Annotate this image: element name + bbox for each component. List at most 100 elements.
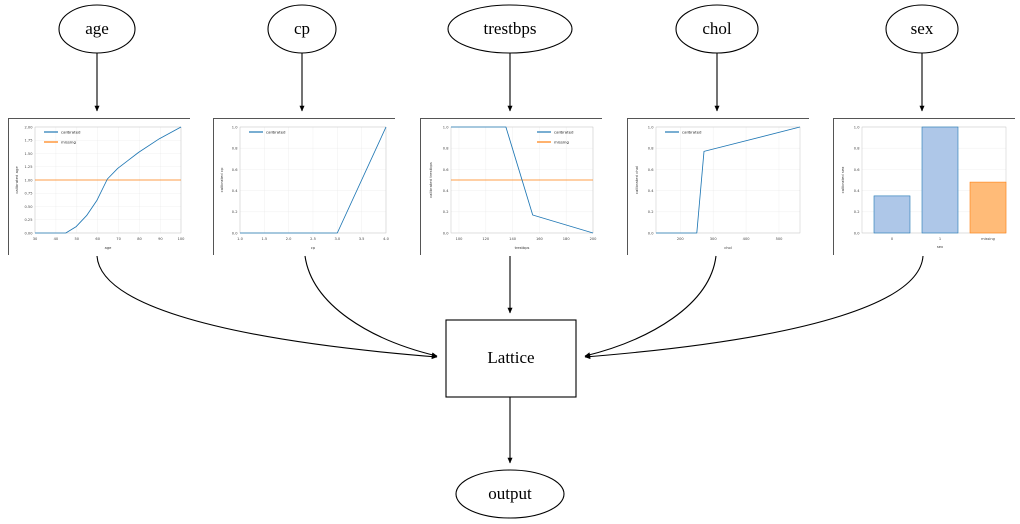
svg-text:1.50: 1.50: [24, 152, 33, 156]
svg-text:1.0: 1.0: [648, 125, 654, 129]
svg-text:1.0: 1.0: [232, 125, 238, 129]
plot-panel-chol: calibrated 1.0 0.8 0.6 0.4 0.2 0.0 200 3…: [627, 118, 810, 256]
svg-text:0.4: 0.4: [648, 189, 654, 193]
svg-text:80: 80: [137, 237, 142, 241]
yaxis-label-sex: calibrated sex: [840, 166, 845, 194]
xaxis-label-sex: sex: [937, 245, 944, 249]
svg-text:90: 90: [158, 237, 163, 241]
svg-text:0.8: 0.8: [232, 147, 238, 151]
svg-text:0.6: 0.6: [232, 168, 238, 172]
svg-text:0.50: 0.50: [24, 205, 33, 209]
edge-cp-to-lattice: [304, 255, 438, 358]
svg-text:200: 200: [677, 237, 685, 241]
legend-chol: calibrated: [665, 129, 702, 134]
svg-text:40: 40: [54, 237, 59, 241]
node-sex[interactable]: sex: [885, 4, 959, 54]
svg-text:missing: missing: [61, 139, 76, 144]
svg-text:0.0: 0.0: [232, 231, 238, 235]
svg-text:200: 200: [590, 237, 598, 241]
svg-text:0.2: 0.2: [854, 210, 860, 214]
svg-text:missing: missing: [554, 139, 569, 144]
legend-trestbps: calibrated missing: [537, 129, 574, 144]
svg-text:140: 140: [509, 237, 517, 241]
svg-text:0: 0: [891, 237, 894, 241]
svg-text:calibrated: calibrated: [266, 129, 286, 134]
svg-text:1.75: 1.75: [24, 139, 32, 143]
svg-text:0.2: 0.2: [232, 210, 238, 214]
svg-text:3.0: 3.0: [334, 237, 340, 241]
svg-text:calibrated: calibrated: [682, 129, 702, 134]
svg-text:calibrated: calibrated: [61, 129, 81, 134]
xaxis-label-cp: cp: [311, 246, 316, 250]
svg-text:120: 120: [482, 237, 490, 241]
node-trestbps[interactable]: trestbps: [447, 4, 573, 54]
svg-text:0.75: 0.75: [24, 192, 32, 196]
svg-text:0.8: 0.8: [648, 147, 654, 151]
svg-text:0.6: 0.6: [854, 168, 860, 172]
svg-text:0.0: 0.0: [443, 231, 449, 235]
svg-text:180: 180: [563, 237, 571, 241]
node-label-chol: chol: [702, 19, 732, 38]
svg-text:1.0: 1.0: [443, 125, 449, 129]
yaxis-label-age: calibrated age: [14, 166, 19, 194]
svg-text:0.2: 0.2: [443, 210, 449, 214]
svg-text:1.5: 1.5: [261, 237, 267, 241]
svg-text:2.00: 2.00: [24, 125, 33, 129]
svg-text:0.25: 0.25: [24, 218, 32, 222]
svg-text:2.5: 2.5: [310, 237, 316, 241]
bar-sex-1: [921, 126, 959, 234]
svg-text:2.0: 2.0: [286, 237, 292, 241]
plot-panel-age: calibrated missing 2.00 1.75 1.50 1.25 1…: [8, 118, 191, 256]
svg-text:missing: missing: [981, 237, 995, 241]
svg-text:0.2: 0.2: [648, 210, 654, 214]
svg-text:400: 400: [743, 237, 751, 241]
node-output[interactable]: output: [455, 469, 565, 519]
node-label-trestbps: trestbps: [484, 19, 537, 38]
edge-chol-to-lattice: [584, 255, 717, 358]
node-label-lattice: Lattice: [487, 348, 534, 367]
node-lattice[interactable]: Lattice: [445, 319, 577, 398]
svg-text:0.4: 0.4: [232, 189, 238, 193]
svg-text:100: 100: [456, 237, 464, 241]
node-cp[interactable]: cp: [267, 4, 337, 54]
svg-text:calibrated: calibrated: [554, 129, 574, 134]
svg-text:500: 500: [776, 237, 784, 241]
legend-age: calibrated missing: [44, 129, 81, 144]
svg-text:60: 60: [95, 237, 100, 241]
svg-text:1.0: 1.0: [237, 237, 243, 241]
svg-text:300: 300: [710, 237, 718, 241]
svg-text:1: 1: [939, 237, 941, 241]
legend-cp: calibrated: [249, 129, 286, 134]
xaxis-label-chol: chol: [724, 246, 731, 250]
svg-text:0.8: 0.8: [854, 147, 860, 151]
node-label-age: age: [85, 19, 109, 38]
svg-text:0.00: 0.00: [24, 231, 33, 235]
svg-text:0.6: 0.6: [443, 168, 449, 172]
bar-sex-missing: [969, 181, 1007, 234]
plot-panel-cp: calibrated 1.0 0.8 0.6 0.4 0.2 0.0 1.0 1…: [213, 118, 396, 256]
edge-age-to-lattice: [96, 255, 438, 360]
svg-text:1.0: 1.0: [854, 125, 860, 129]
plot-panel-trestbps: calibrated missing 1.0 0.8 0.6 0.4 0.2 0…: [420, 118, 603, 256]
svg-text:0.4: 0.4: [443, 189, 449, 193]
svg-text:1.25: 1.25: [24, 165, 32, 169]
svg-text:0.8: 0.8: [443, 147, 449, 151]
node-label-sex: sex: [911, 19, 934, 38]
svg-text:0.0: 0.0: [854, 231, 860, 235]
svg-text:4.0: 4.0: [383, 237, 389, 241]
yaxis-label-trestbps: calibrated trestbps: [428, 162, 433, 198]
node-label-cp: cp: [294, 19, 310, 38]
svg-text:100: 100: [178, 237, 186, 241]
yaxis-label-cp: calibrated cp: [219, 167, 224, 192]
node-chol[interactable]: chol: [675, 4, 759, 54]
svg-text:70: 70: [116, 237, 121, 241]
xaxis-label-trestbps: trestbps: [515, 246, 530, 250]
svg-text:160: 160: [536, 237, 544, 241]
svg-text:0.4: 0.4: [854, 189, 860, 193]
svg-text:0.0: 0.0: [648, 231, 654, 235]
node-label-output: output: [488, 484, 532, 503]
node-age[interactable]: age: [58, 4, 136, 54]
plot-panel-sex: 1.0 0.8 0.6 0.4 0.2 0.0 0 1 missing sex …: [833, 118, 1016, 256]
svg-text:0.6: 0.6: [648, 168, 654, 172]
